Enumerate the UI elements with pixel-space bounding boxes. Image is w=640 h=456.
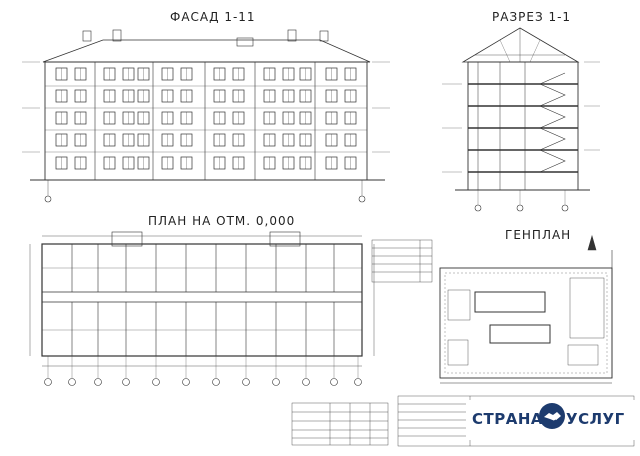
brand-watermark: СТРАНА УСЛУГ: [466, 400, 636, 440]
plan-axis-bubble: [272, 378, 280, 386]
plan-axis-bubble: [330, 378, 338, 386]
brand-word-left: СТРАНА: [472, 410, 544, 428]
plan-axis-bubble: [242, 378, 250, 386]
section-drawing: [442, 27, 600, 212]
plan-axis-bubble: [302, 378, 310, 386]
plan-axis-bubble: [354, 378, 362, 386]
rooms-table: [371, 239, 433, 283]
spec-table: [291, 402, 389, 446]
plan-axis-bubble: [152, 378, 160, 386]
facade-drawing: [22, 29, 390, 203]
plan-title: ПЛАН НА ОТМ. 0,000: [148, 214, 296, 228]
plan-axis-bubble: [94, 378, 102, 386]
handshake-icon: [539, 403, 565, 429]
plan-axis-bubble: [44, 378, 52, 386]
section-title: РАЗРЕЗ 1-1: [492, 10, 572, 24]
facade-title: ФАСАД 1-11: [170, 10, 256, 24]
plan-axis-bubble: [68, 378, 76, 386]
brand-word-right: УСЛУГ: [566, 410, 625, 428]
site-plan-drawing: [439, 234, 613, 384]
plan-axis-bubble: [122, 378, 130, 386]
plan-axis-bubble: [212, 378, 220, 386]
floor-plan-drawing: [29, 231, 375, 386]
plan-axis-bubble: [182, 378, 190, 386]
genplan-title: ГЕНПЛАН: [505, 228, 572, 242]
